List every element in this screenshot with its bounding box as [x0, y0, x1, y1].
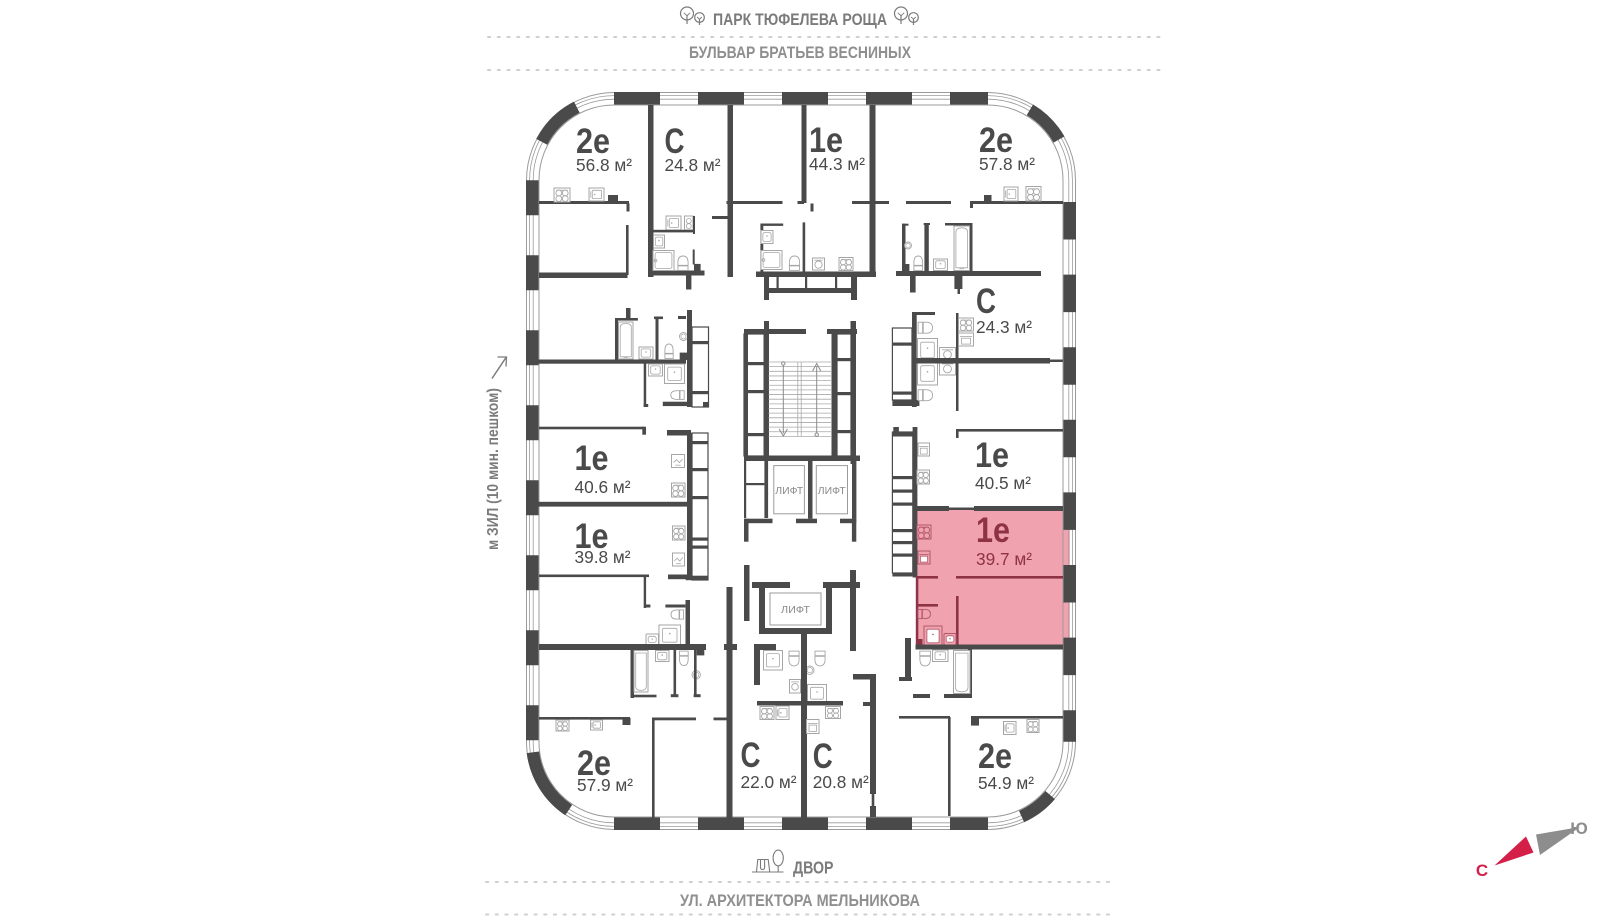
svg-text:ЛИФТ: ЛИФТ	[781, 604, 811, 616]
svg-text:2е: 2е	[979, 120, 1013, 160]
svg-text:2е: 2е	[577, 743, 611, 783]
svg-text:39.8 м²: 39.8 м²	[575, 547, 631, 567]
svg-text:24.8 м²: 24.8 м²	[665, 155, 721, 175]
svg-text:1е: 1е	[976, 510, 1010, 550]
svg-text:22.0 м²: 22.0 м²	[741, 772, 797, 792]
svg-text:1е: 1е	[809, 120, 843, 160]
svg-text:57.9 м²: 57.9 м²	[577, 775, 633, 795]
svg-text:39.7 м²: 39.7 м²	[976, 549, 1032, 569]
svg-text:м ЗИЛ (10 мин. пешком): м ЗИЛ (10 мин. пешком)	[485, 388, 502, 550]
svg-text:20.8 м²: 20.8 м²	[813, 772, 869, 792]
svg-text:УЛ. АРХИТЕКТОРА МЕЛЬНИКОВА: УЛ. АРХИТЕКТОРА МЕЛЬНИКОВА	[680, 892, 920, 910]
svg-text:ЛИФТ: ЛИФТ	[818, 486, 846, 497]
svg-text:40.5 м²: 40.5 м²	[975, 473, 1031, 493]
svg-text:57.8 м²: 57.8 м²	[979, 154, 1035, 174]
svg-text:ЛИФТ: ЛИФТ	[775, 486, 803, 497]
svg-text:1е: 1е	[975, 435, 1009, 475]
svg-text:БУЛЬВАР БРАТЬЕВ ВЕСНИНЫХ: БУЛЬВАР БРАТЬЕВ ВЕСНИНЫХ	[689, 44, 911, 62]
svg-text:С: С	[813, 736, 833, 776]
svg-text:ПАРК ТЮФЕЛЕВА РОЩА: ПАРК ТЮФЕЛЕВА РОЩА	[713, 11, 887, 29]
svg-text:С: С	[976, 281, 996, 321]
svg-text:2е: 2е	[576, 121, 610, 161]
svg-text:1е: 1е	[575, 516, 609, 556]
svg-text:54.9 м²: 54.9 м²	[978, 773, 1034, 793]
svg-text:24.3 м²: 24.3 м²	[976, 317, 1032, 337]
svg-text:ДВОР: ДВОР	[793, 858, 834, 878]
svg-text:2е: 2е	[978, 736, 1012, 776]
svg-text:Ю: Ю	[1570, 819, 1588, 838]
svg-text:56.8 м²: 56.8 м²	[576, 155, 632, 175]
svg-text:С: С	[1476, 861, 1488, 880]
svg-text:С: С	[665, 121, 685, 161]
svg-text:С: С	[741, 735, 761, 775]
svg-text:40.6 м²: 40.6 м²	[575, 477, 631, 497]
svg-text:1е: 1е	[575, 438, 609, 478]
svg-text:44.3 м²: 44.3 м²	[809, 154, 865, 174]
